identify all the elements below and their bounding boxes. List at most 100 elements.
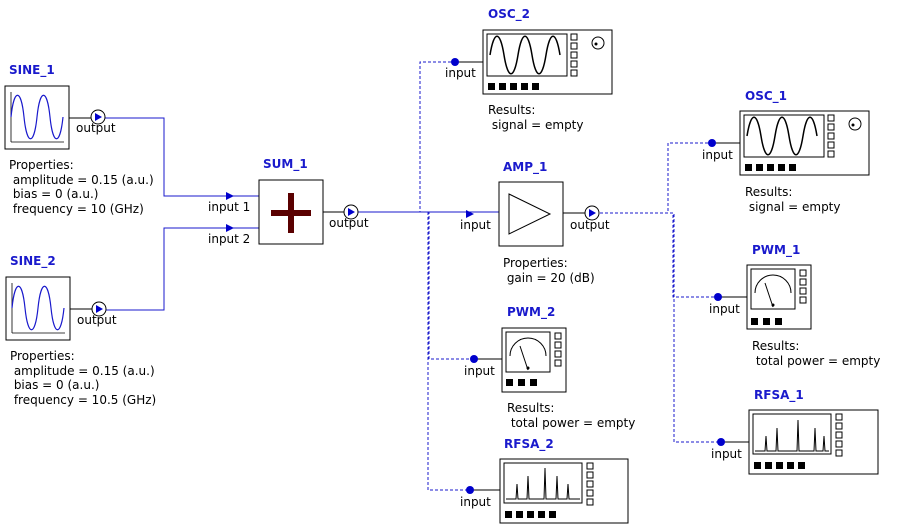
- sine1-properties-header: Properties:: [9, 158, 74, 172]
- pwm2-input-label: input: [464, 364, 495, 378]
- wire-sine2-to-sum1[interactable]: [105, 227, 259, 311]
- sum1-input2-label: input 2: [208, 232, 251, 246]
- osc1-results-header: Results:: [745, 185, 793, 199]
- pwm2-bottom-buttons: [506, 379, 537, 386]
- pwm1-result-total-power: total power = empty: [752, 353, 881, 368]
- osc2-input-label: input: [445, 66, 476, 80]
- wires: [105, 61, 721, 491]
- amp1-block[interactable]: [466, 181, 600, 247]
- pwm1-side-buttons: [799, 269, 807, 304]
- pwm1-results-header: Results:: [752, 339, 800, 353]
- rfsa1-spectrum-icon: [755, 419, 829, 452]
- pwm1-title: PWM_1: [752, 243, 801, 257]
- wire-sum1-to-osc2[interactable]: [358, 61, 455, 213]
- rfsa2-input-label: input: [460, 495, 491, 509]
- wire-sine1-to-sum1[interactable]: [105, 117, 259, 197]
- sum1-output-label: output: [329, 216, 369, 230]
- wire-amp1-to-osc1[interactable]: [600, 142, 712, 214]
- osc1-result-signal: signal = empty: [745, 199, 841, 214]
- osc2-bottom-buttons: [488, 83, 539, 90]
- amp1-properties-header: Properties:: [503, 256, 568, 270]
- osc1-title: OSC_1: [745, 89, 787, 103]
- sine1-output-label: output: [76, 121, 116, 135]
- wire-amp1-to-rfsa1[interactable]: [600, 212, 721, 443]
- rfsa1-bottom-buttons: [754, 462, 805, 469]
- sum1-input2-arrow-icon: [226, 224, 234, 232]
- sine1-prop-amplitude: amplitude = 0.15 (a.u.): [9, 172, 154, 187]
- sine1-title: SINE_1: [9, 63, 55, 77]
- osc1-screen: [743, 114, 825, 158]
- rfsa1-screen: [752, 413, 832, 455]
- sine2-output-label: output: [77, 313, 117, 327]
- rfsa1-side-buttons: [835, 413, 843, 457]
- pwm1-results: Results: total power = empty: [752, 339, 880, 368]
- osc2-title: OSC_2: [488, 7, 530, 21]
- amp1-title: AMP_1: [503, 160, 548, 174]
- sine1-block[interactable]: [4, 85, 106, 150]
- rfsa2-side-buttons: [586, 462, 594, 506]
- sine1-prop-bias: bias = 0 (a.u.): [9, 187, 99, 201]
- osc2-side-buttons: [570, 33, 578, 77]
- sum1-input1-arrow-icon: [226, 192, 234, 200]
- sum1-block[interactable]: [226, 179, 359, 245]
- pwm1-meter-screen: [750, 268, 796, 310]
- wire-sum1-to-rfsa2[interactable]: [358, 211, 470, 491]
- sine2-properties-header: Properties:: [10, 349, 75, 363]
- sum1-title: SUM_1: [263, 157, 308, 171]
- osc1-input-port[interactable]: [708, 139, 716, 147]
- amp1-properties: Properties: gain = 20 (dB): [503, 256, 595, 285]
- amp1-output-label: output: [570, 218, 610, 232]
- amplifier-triangle-icon: [508, 193, 552, 235]
- pwm1-block[interactable]: [714, 264, 812, 330]
- osc1-knob-icon: [848, 117, 862, 131]
- sine2-block[interactable]: [5, 276, 107, 341]
- osc1-results: Results: signal = empty: [745, 185, 841, 214]
- sine1-properties: Properties: amplitude = 0.15 (a.u.) bias…: [9, 158, 154, 216]
- rfsa2-title: RFSA_2: [504, 437, 554, 451]
- osc1-input-label: input: [702, 148, 733, 162]
- amp1-prop-gain: gain = 20 (dB): [503, 270, 595, 285]
- pwm2-meter-screen: [505, 331, 551, 373]
- sine1-waveform-icon: [10, 92, 64, 143]
- osc2-results-header: Results:: [488, 103, 536, 117]
- osc1-block[interactable]: [708, 110, 870, 176]
- pwm2-results: Results: total power = empty: [507, 401, 635, 430]
- pwm1-input-port[interactable]: [714, 293, 722, 301]
- pwm1-input-label: input: [709, 302, 740, 316]
- pwm1-gauge-icon: [754, 274, 792, 308]
- sine2-prop-frequency: frequency = 10.5 (GHz): [10, 392, 157, 407]
- osc1-side-buttons: [827, 114, 835, 158]
- osc1-sine-wave-icon: [746, 116, 818, 156]
- osc2-screen: [486, 33, 568, 77]
- osc2-results: Results: signal = empty: [488, 103, 584, 132]
- pwm2-results-header: Results:: [507, 401, 555, 415]
- sine2-prop-amplitude: amplitude = 0.15 (a.u.): [10, 363, 155, 378]
- pwm2-block[interactable]: [470, 327, 567, 393]
- rfsa2-input-port[interactable]: [466, 486, 474, 494]
- amp1-input-arrow-icon: [466, 210, 474, 218]
- rfsa1-input-port[interactable]: [717, 438, 725, 446]
- pwm1-bottom-buttons: [751, 318, 782, 325]
- pwm2-input-port[interactable]: [470, 355, 478, 363]
- rfsa1-block[interactable]: [717, 409, 879, 475]
- pwm2-title: PWM_2: [507, 305, 556, 319]
- osc2-result-signal: signal = empty: [488, 117, 584, 132]
- rfsa1-title: RFSA_1: [754, 388, 804, 402]
- amp1-input-label: input: [460, 218, 491, 232]
- rfsa1-input-label: input: [711, 447, 742, 461]
- wire-sum1-to-pwm2[interactable]: [358, 211, 474, 360]
- osc2-input-port[interactable]: [451, 58, 459, 66]
- rfsa2-spectrum-icon: [506, 467, 580, 500]
- wire-amp1-to-pwm1[interactable]: [600, 212, 718, 298]
- rfsa2-bottom-buttons: [505, 511, 556, 518]
- sine2-prop-bias: bias = 0 (a.u.): [10, 378, 100, 392]
- pwm2-result-total-power: total power = empty: [507, 415, 636, 430]
- osc2-block[interactable]: [451, 29, 613, 95]
- sine2-title: SINE_2: [10, 254, 56, 268]
- osc2-knob-icon: [591, 36, 605, 50]
- osc2-sine-wave-icon: [489, 35, 561, 75]
- rfsa2-block[interactable]: [466, 458, 629, 524]
- sine2-properties: Properties: amplitude = 0.15 (a.u.) bias…: [10, 349, 156, 407]
- osc1-bottom-buttons: [745, 164, 796, 171]
